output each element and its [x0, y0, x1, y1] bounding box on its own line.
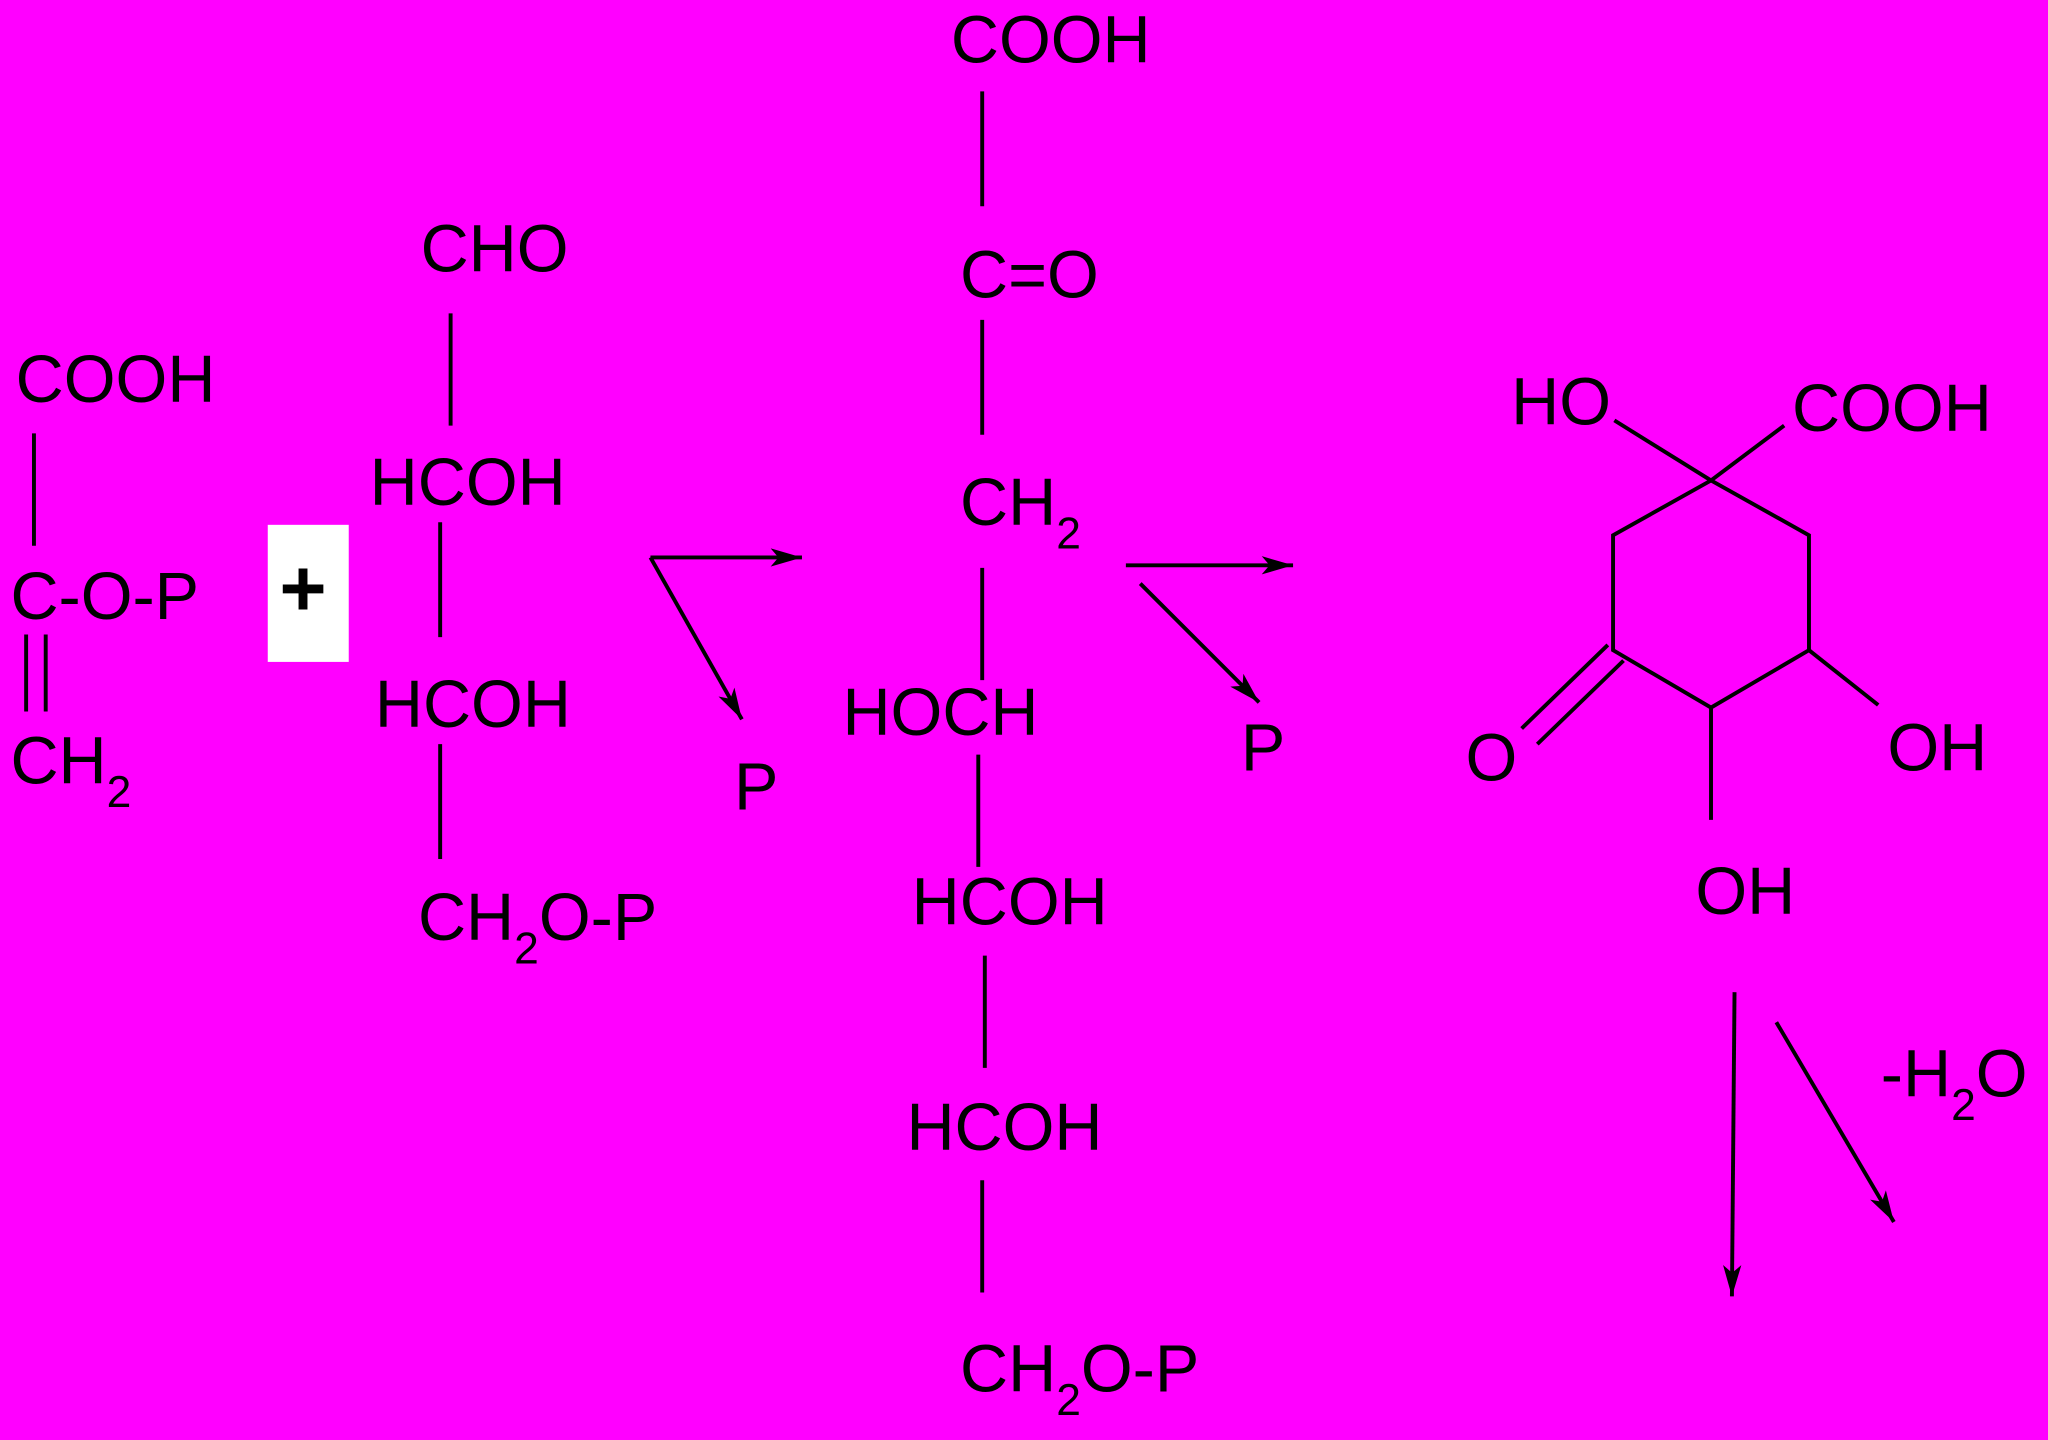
- dahp-hcoh-2: HCOH: [906, 1091, 1102, 1165]
- dhq-bond-ho: [1613, 418, 1713, 483]
- reaction-arrow-3: -H2O: [1723, 992, 2028, 1297]
- pep-methylene-sub: 2: [107, 768, 132, 817]
- dhq-carboxyl: COOH: [1792, 372, 1992, 446]
- dahp-methylene-ch: CH: [960, 466, 1056, 540]
- ink-layer: COOH C-O-P CH2 + CHO HCOH HCOH CH2O-P P: [10, 4, 2027, 1426]
- dahp-keto: C=O: [960, 239, 1099, 313]
- e4p-ch2-phosphate: CH2O-P: [418, 881, 657, 973]
- dahp-hcoh-1: HCOH: [912, 865, 1108, 939]
- arrow-3-water-loss: -H2O: [1881, 1038, 2028, 1130]
- dahp-hoch: HOCH: [842, 676, 1038, 750]
- dhq-bond-cooh: [1709, 424, 1786, 483]
- dahp-ch-sub: 2: [1056, 1376, 1081, 1425]
- e4p-hcoh-1: HCOH: [370, 446, 566, 520]
- arrow-3-branch: [1774, 1021, 1896, 1223]
- dhq-keto-bond-a: [1520, 643, 1610, 730]
- dahp-molecule: COOH C=O CH2 HOCH HCOH HCOH CH2O-P: [842, 4, 1199, 1426]
- reaction-arrow-1: P: [648, 548, 802, 824]
- e4p-hcoh-2: HCOH: [375, 668, 571, 742]
- dhq-hydroxyl-right: OH: [1887, 711, 1987, 785]
- dahp-ch: CH: [960, 1333, 1056, 1407]
- dahp-carboxyl: COOH: [951, 4, 1151, 78]
- e4p-molecule: CHO HCOH HCOH CH2O-P: [370, 213, 658, 974]
- arrow-2-released-phosphate: P: [1241, 711, 1285, 785]
- arrow-1-released-phosphate: P: [734, 750, 778, 824]
- reaction-arrow-2: P: [1125, 556, 1294, 785]
- dhq-keto-oxygen: O: [1465, 722, 1517, 796]
- dhq-keto-bond-b: [1535, 659, 1625, 746]
- water-sub: 2: [1951, 1081, 1976, 1130]
- dahp-ch2-phosphate: CH2O-P: [960, 1333, 1199, 1425]
- dahp-methylene-sub: 2: [1056, 509, 1081, 558]
- arrow-3-main: [1723, 992, 1742, 1297]
- pep-carboxyl: COOH: [16, 343, 216, 417]
- dahp-phosphate: O-P: [1081, 1333, 1199, 1407]
- water-minus-h: -H: [1881, 1038, 1951, 1112]
- dhq-molecule: HO COOH O OH OH: [1465, 365, 1991, 929]
- dhq-bond-oh-right: [1807, 648, 1880, 707]
- dahp-methylene: CH2: [960, 466, 1081, 558]
- dhq-hydroxyl-bottom: OH: [1695, 855, 1795, 929]
- plus-sign: +: [279, 544, 326, 634]
- e4p-phosphate: O-P: [539, 881, 657, 955]
- pep-enol-phosphate: C-O-P: [10, 560, 199, 634]
- e4p-ch: CH: [418, 881, 514, 955]
- e4p-aldehyde: CHO: [421, 213, 569, 287]
- dhq-hydroxyl-top: HO: [1511, 365, 1611, 439]
- pep-methylene: CH2: [10, 724, 131, 816]
- pep-molecule: COOH C-O-P CH2: [10, 343, 215, 817]
- arrow-1-branch: [648, 556, 744, 721]
- pep-methylene-ch: CH: [10, 724, 106, 798]
- arrow-2-branch: [1138, 582, 1261, 704]
- e4p-ch-sub: 2: [514, 924, 539, 973]
- plus-box: [267, 524, 349, 662]
- water-oxygen: O: [1976, 1038, 2028, 1112]
